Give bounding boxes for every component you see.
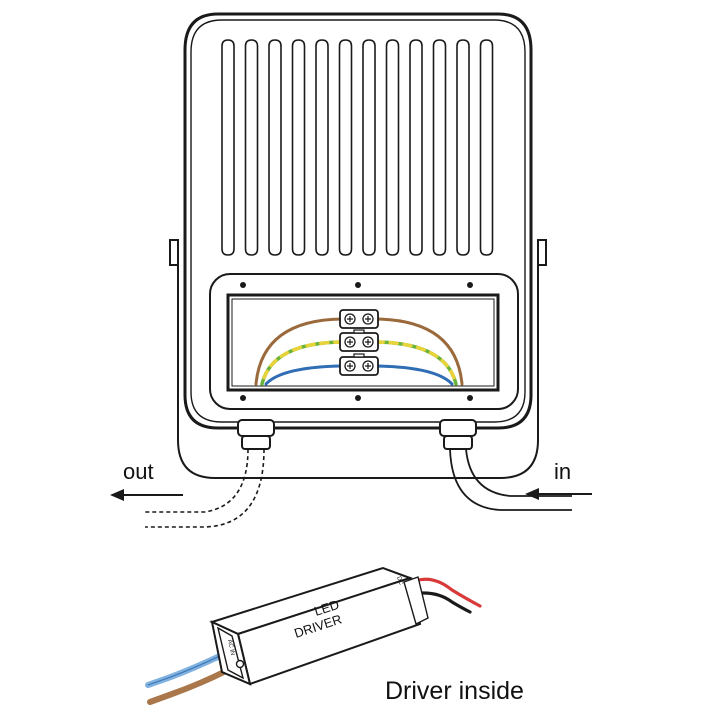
caption-driver-inside: Driver inside: [385, 677, 524, 705]
driver-label-dc: DC: [395, 576, 404, 587]
terminal-screw-cross: [365, 316, 371, 322]
cable-out: [145, 448, 265, 528]
driver-wire-red: [406, 577, 482, 608]
screw: [467, 282, 473, 288]
terminal-screw-cross: [347, 363, 353, 369]
driver-label-ac-in: AC IN: [226, 639, 235, 656]
gland-left: [237, 419, 275, 437]
cooling-fin: [385, 39, 400, 256]
terminal-screw-cross: [365, 339, 371, 345]
cooling-fin: [268, 39, 282, 256]
cooling-fin: [362, 39, 376, 256]
gland-right: [439, 419, 477, 437]
cooling-fin: [315, 39, 329, 256]
cooling-fin: [244, 39, 259, 256]
cooling-fin: [291, 39, 306, 256]
driver-label-led: LED: [312, 597, 341, 619]
wire-brown-right: [374, 317, 464, 386]
cover-screws: [240, 282, 473, 401]
cable-in: [449, 448, 572, 511]
wire-brown-left: [254, 317, 344, 386]
driver-wire-brown: [147, 667, 231, 705]
label-in: in: [554, 459, 571, 484]
terminal-screw-cross: [365, 363, 371, 369]
driver-wire-black: [410, 591, 472, 614]
terminal-screw-cross: [347, 339, 353, 345]
screw: [355, 282, 361, 288]
cooling-fin: [338, 39, 353, 256]
mounting-bracket: [169, 239, 547, 479]
internal-wires: [254, 317, 464, 386]
terminal-link: [353, 353, 365, 358]
led-driver: LED DRIVER AC IN DC: [145, 566, 482, 705]
cable-glands: [237, 419, 477, 450]
cooling-fin: [456, 39, 470, 256]
screw: [467, 395, 473, 401]
screw: [240, 282, 246, 288]
cooling-fins: [221, 39, 494, 256]
arrow-out: [110, 489, 183, 501]
cooling-fin: [409, 39, 423, 256]
cooling-fin: [221, 39, 235, 256]
terminal-screw-cross: [347, 316, 353, 322]
screw: [240, 395, 246, 401]
cooling-fin: [479, 39, 494, 256]
arrow-in: [525, 488, 592, 500]
screw: [355, 395, 361, 401]
wire-blue-left: [264, 364, 344, 386]
terminal-link: [353, 329, 365, 334]
label-out: out: [123, 459, 154, 484]
terminal-block: [339, 309, 379, 376]
wire-blue-right: [374, 364, 454, 386]
cooling-fin: [432, 39, 447, 256]
